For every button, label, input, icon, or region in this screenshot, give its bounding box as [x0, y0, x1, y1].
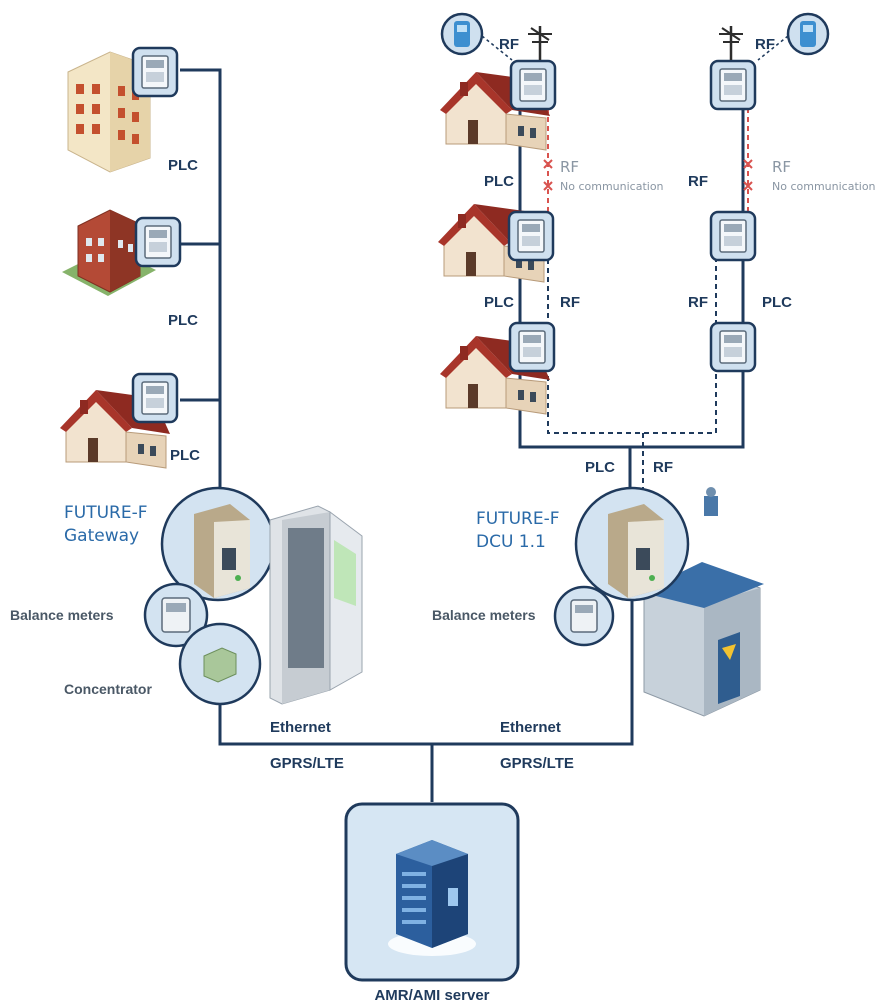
electricity-meter-icon — [134, 216, 182, 268]
right-branch: RF RF RF No communication RF No communic… — [432, 12, 876, 717]
electricity-meter-icon — [709, 321, 757, 373]
server-box — [344, 802, 520, 982]
electricity-meter-icon — [508, 321, 556, 373]
rf-label: RF — [688, 294, 708, 311]
plc-label: PLC — [168, 312, 198, 329]
plc-label: PLC — [762, 294, 792, 311]
gateway-title: FUTURE-F — [64, 503, 148, 523]
balance-meter-device — [553, 585, 615, 647]
electrical-cabinet-icon — [269, 505, 363, 705]
plc-label: PLC — [484, 173, 514, 190]
rf-label: RF — [688, 173, 708, 190]
rf-label: RF — [560, 294, 580, 311]
electricity-meter-icon — [709, 59, 757, 111]
rf-label: RF — [653, 459, 673, 476]
gateway-device — [160, 486, 276, 602]
dcu-device — [574, 486, 690, 602]
balance-meters-label: Balance meters — [432, 607, 536, 623]
plc-label: PLC — [168, 157, 198, 174]
dcu-subtitle: DCU 1.1 — [476, 532, 546, 552]
gateway-subtitle: Gateway — [64, 526, 139, 546]
no-communication-label: No communication — [772, 180, 876, 193]
electricity-meter-icon — [709, 210, 757, 262]
ethernet-label: Ethernet — [500, 719, 561, 736]
brick-building-icon — [62, 209, 156, 296]
antenna-icon — [526, 24, 554, 62]
dcu-title: FUTURE-F — [476, 509, 560, 529]
handheld-reader-icon — [786, 12, 830, 56]
concentrator-device — [178, 622, 262, 706]
gprs-lte-label: GPRS/LTE — [500, 755, 574, 772]
antenna-icon — [717, 24, 745, 62]
handheld-reader-icon — [440, 12, 484, 56]
rf-failed-label: RF — [560, 158, 579, 176]
electricity-meter-icon — [131, 46, 179, 98]
no-communication-label: No communication — [560, 180, 664, 193]
electricity-meter-icon — [509, 59, 557, 111]
transformer-substation-icon — [640, 487, 764, 717]
gprs-lte-label: GPRS/LTE — [270, 755, 344, 772]
backbone-network: Ethernet GPRS/LTE Ethernet GPRS/LTE — [218, 600, 634, 802]
balance-meters-label: Balance meters — [10, 607, 114, 623]
ethernet-label: Ethernet — [270, 719, 331, 736]
rf-label: RF — [499, 36, 519, 53]
electricity-meter-icon — [507, 210, 555, 262]
server-rack-icon — [396, 840, 468, 948]
electricity-meter-icon — [131, 372, 179, 424]
rf-label: RF — [755, 36, 775, 53]
plc-label: PLC — [170, 447, 200, 464]
left-branch: PLC PLC PLC FUTURE-F Gateway — [10, 46, 363, 706]
rf-failed-label: RF — [772, 158, 791, 176]
concentrator-label: Concentrator — [64, 681, 152, 697]
balance-meter-device — [143, 582, 209, 648]
plc-label: PLC — [484, 294, 514, 311]
server-label: AMR/AMI server — [374, 987, 489, 1004]
plc-label: PLC — [585, 459, 615, 476]
